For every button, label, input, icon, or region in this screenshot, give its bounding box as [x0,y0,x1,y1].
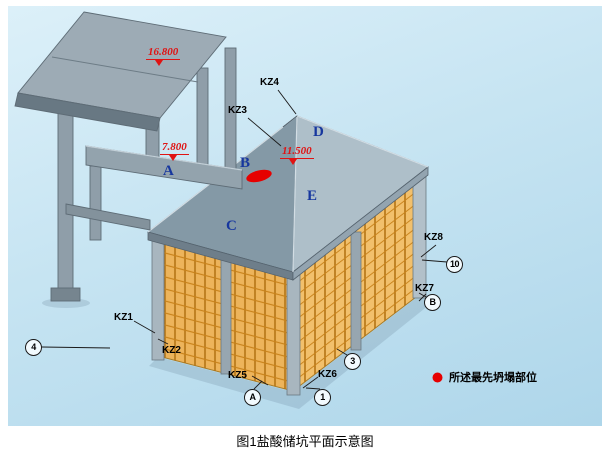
legend-label: 所述最先坍塌部位 [449,372,537,384]
axis-bubble-left: 4 [25,339,42,356]
elevation-triangle-icon [169,155,177,161]
canopy-structure [14,11,243,302]
legend: 所述最先坍塌部位 [432,369,537,385]
leader-lines [41,89,448,390]
column-label-kz6: KZ6 [318,369,337,380]
elevation-triangle-icon [289,159,297,165]
figure-caption: 图1盐酸储坑平面示意图 [236,434,374,449]
column-label-kz7: KZ7 [415,283,434,294]
elevation-value-roof: 11.500 [280,145,314,159]
elevation-marker-canopy: 16.800 [146,42,181,66]
zone-label-d: D [313,124,324,140]
column-label-kz3: KZ3 [228,105,247,116]
elevation-value-deck: 7.800 [160,141,189,155]
column-label-kz1: KZ1 [114,312,133,323]
elevation-triangle-icon [155,60,163,66]
elevation-value-canopy: 16.800 [146,46,181,60]
column-label-kz8: KZ8 [424,232,443,243]
zone-label-e: E [307,188,318,204]
elevation-marker-roof: 11.500 [280,141,314,165]
column-label-kz4: KZ4 [260,77,279,88]
zone-label-b: B [240,155,251,171]
axis-bubble-right-b: B [424,294,441,311]
column-label-kz5: KZ5 [228,370,247,381]
zone-label-c: C [226,218,237,234]
axis-bubble-right-3: 3 [344,353,361,370]
collapse-marker-ellipse [246,169,272,183]
elevation-marker-deck: 7.800 [160,137,189,161]
axis-bubble-bottom-a: A [244,389,261,406]
column-label-kz2: KZ2 [162,345,181,356]
axis-bubble-bottom-1: 1 [314,389,331,406]
legend-dot-icon [432,372,443,382]
axis-bubble-right-top: 10 [446,256,463,273]
zone-label-a: A [163,163,174,179]
building-columns [151,175,427,396]
